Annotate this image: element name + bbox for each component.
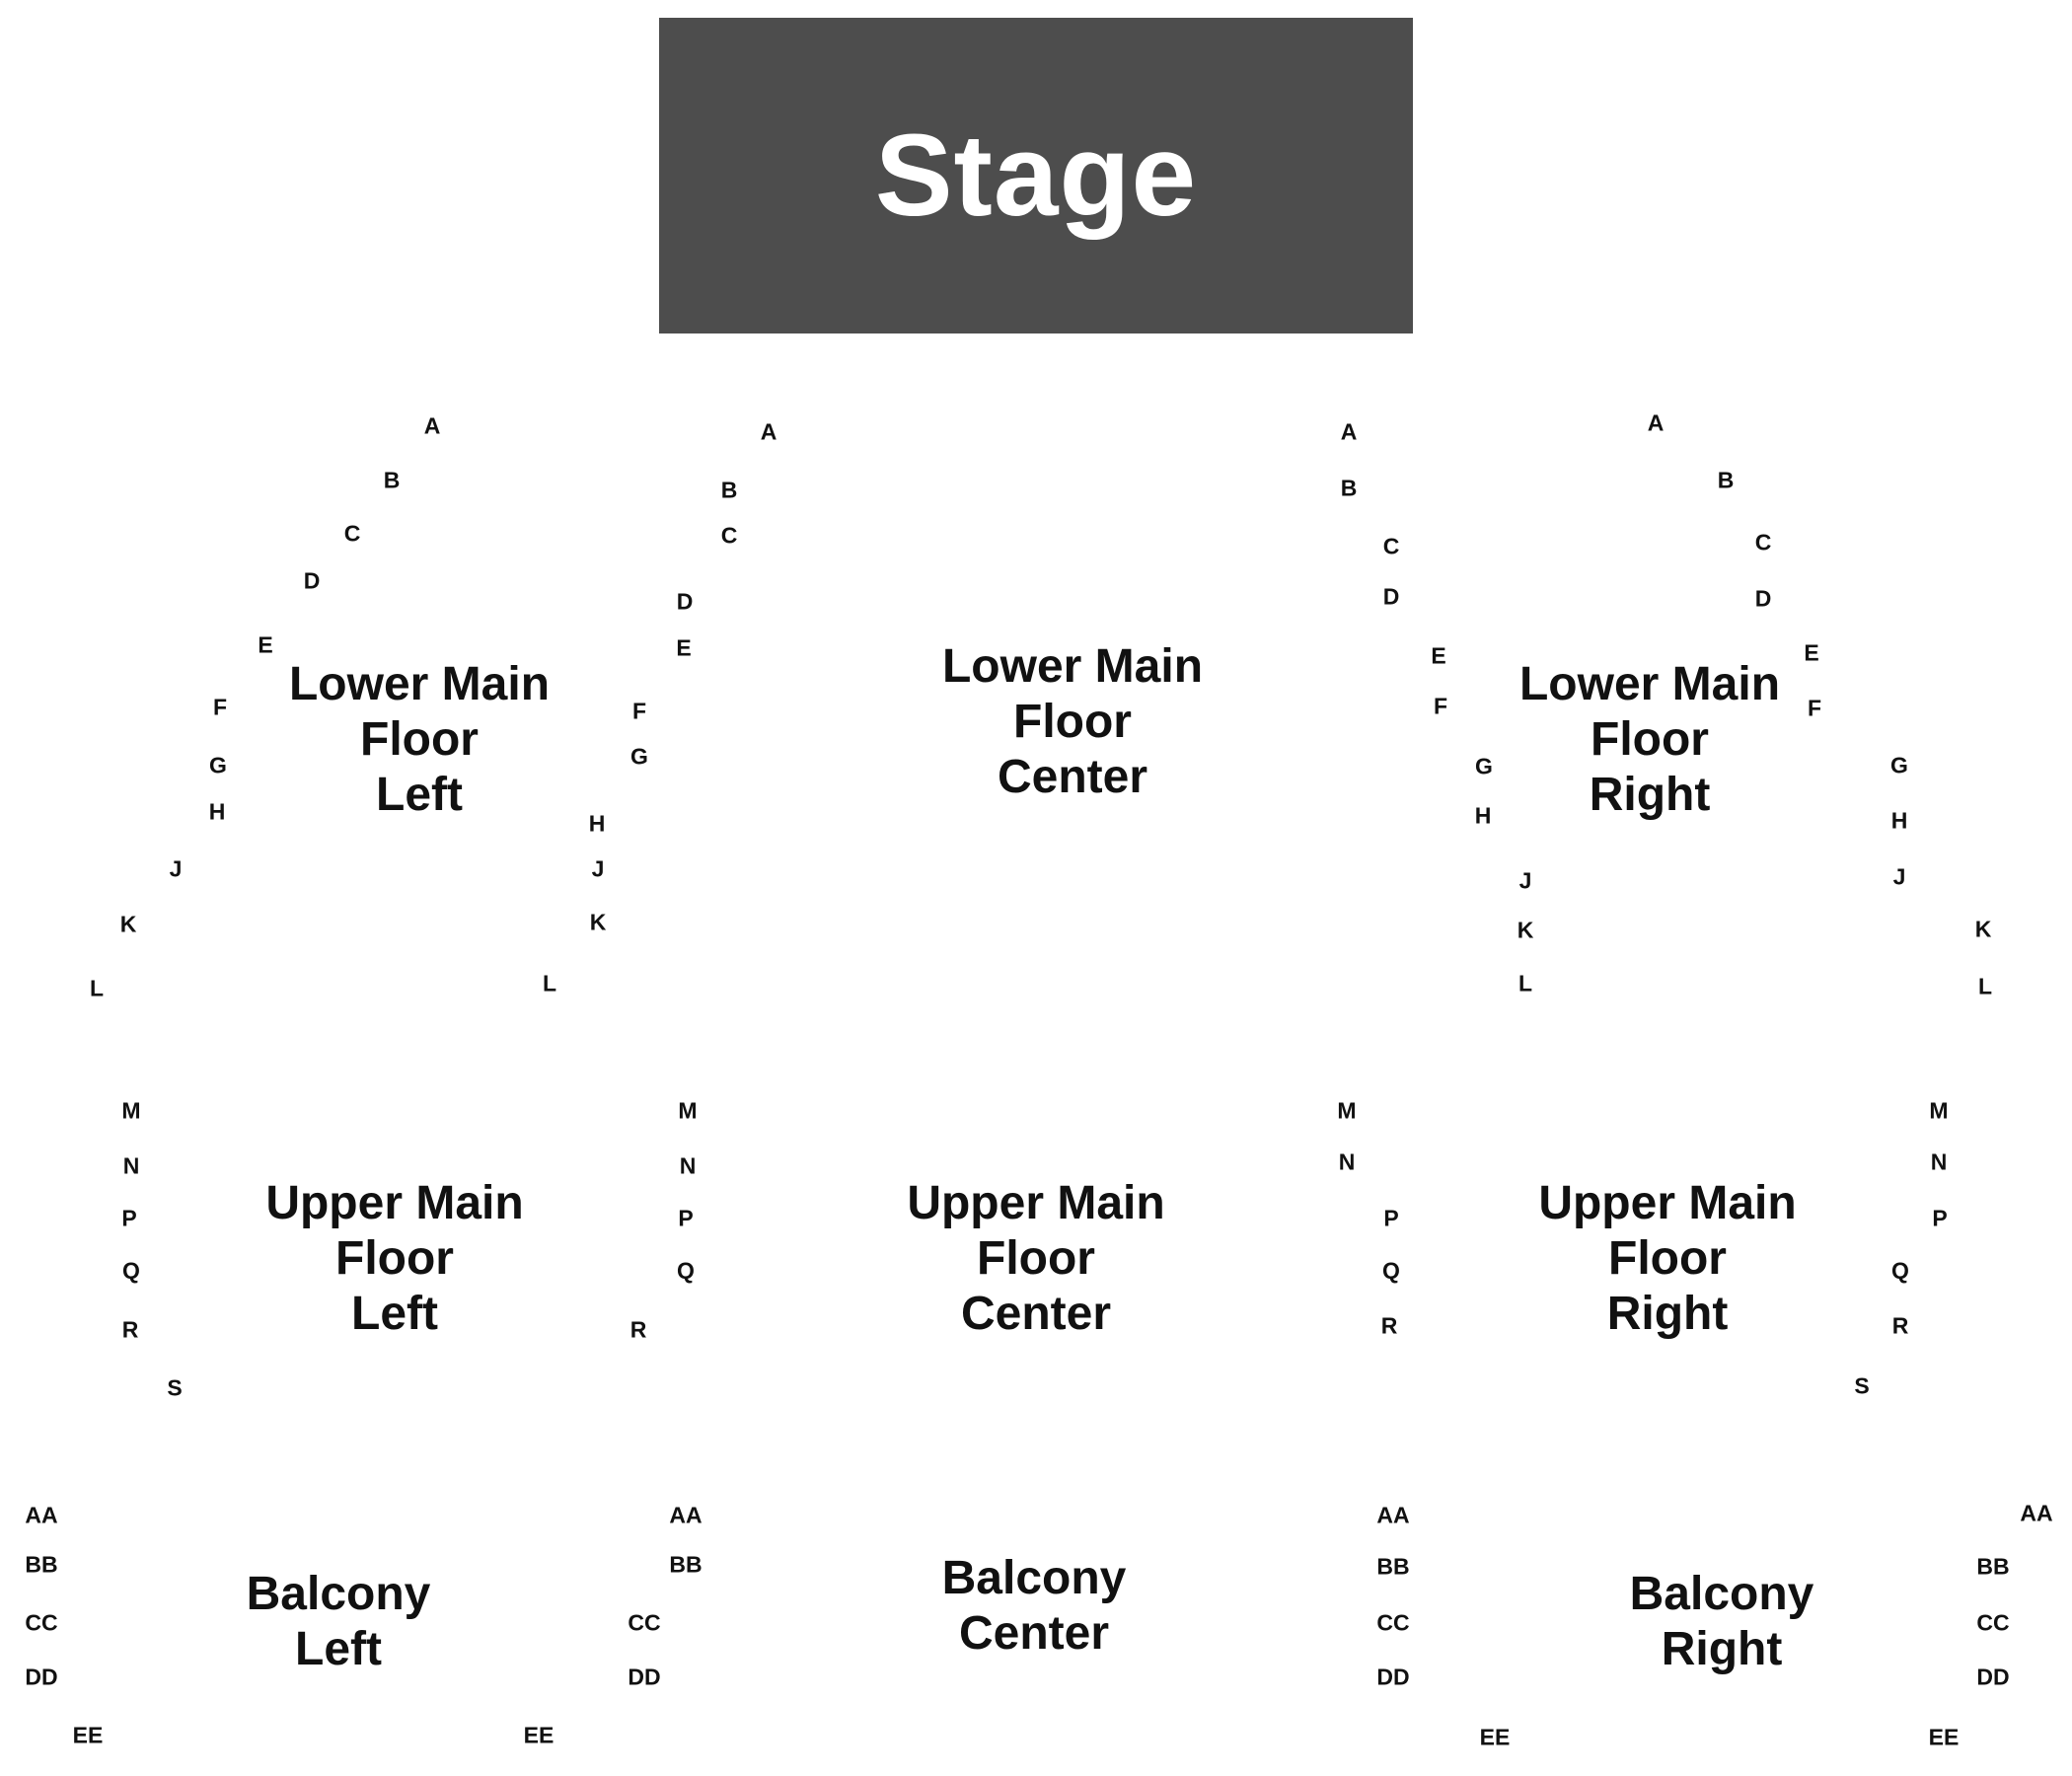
section-lower-main-floor-left[interactable]: Lower Main Floor Left <box>288 658 551 821</box>
row-label: P <box>678 1205 694 1231</box>
row-label: E <box>1804 639 1819 666</box>
section-upper-main-floor-right[interactable]: Upper Main Floor Right <box>1538 1177 1797 1340</box>
row-label: BB <box>25 1551 58 1578</box>
row-label: N <box>1930 1148 1948 1175</box>
row-label: EE <box>1479 1724 1511 1750</box>
row-label: P <box>121 1205 137 1231</box>
section-balcony-center[interactable]: Balcony Center <box>941 1552 1127 1660</box>
row-label: E <box>1431 642 1446 669</box>
row-label: Q <box>1891 1257 1909 1284</box>
row-label: D <box>1754 585 1772 612</box>
section-upper-main-floor-center[interactable]: Upper Main Floor Center <box>907 1177 1165 1340</box>
row-label: B <box>1340 475 1358 501</box>
row-label: M <box>1929 1097 1949 1124</box>
row-label: EE <box>523 1722 555 1748</box>
row-label: BB <box>1376 1553 1410 1580</box>
row-label: BB <box>669 1551 703 1578</box>
row-label: D <box>676 588 694 615</box>
row-label: N <box>1338 1148 1356 1175</box>
section-lower-main-floor-right[interactable]: Lower Main Floor Right <box>1518 658 1781 821</box>
row-label: C <box>1382 533 1400 559</box>
row-label: F <box>1807 695 1822 721</box>
row-label: Q <box>122 1257 140 1284</box>
row-label: R <box>1891 1312 1909 1339</box>
stage: Stage <box>659 18 1413 333</box>
row-label: R <box>1380 1312 1398 1339</box>
row-label: L <box>542 970 557 997</box>
stage-label: Stage <box>874 111 1198 241</box>
row-label: D <box>1382 583 1400 610</box>
row-label: BB <box>1976 1553 2010 1580</box>
row-label: EE <box>72 1722 104 1748</box>
row-label: A <box>1340 418 1358 445</box>
row-label: K <box>1974 916 1992 942</box>
row-label: DD <box>1376 1664 1410 1690</box>
row-label: AA <box>669 1502 703 1528</box>
row-label: A <box>1647 409 1665 436</box>
row-label: G <box>209 752 227 778</box>
row-label: F <box>631 698 647 724</box>
row-label: S <box>167 1374 183 1401</box>
row-label: P <box>1932 1205 1948 1231</box>
row-label: AA <box>25 1502 58 1528</box>
row-label: AA <box>1376 1502 1410 1528</box>
row-label: H <box>588 810 606 837</box>
row-label: G <box>1475 753 1493 779</box>
section-balcony-left[interactable]: Balcony Left <box>246 1568 431 1675</box>
row-label: B <box>720 477 738 503</box>
row-label: L <box>1517 970 1533 997</box>
row-label: DD <box>1976 1664 2010 1690</box>
row-label: H <box>1890 807 1908 834</box>
row-label: C <box>1754 529 1772 555</box>
row-label: H <box>208 798 226 825</box>
row-label: CC <box>1376 1609 1410 1636</box>
row-label: R <box>121 1316 139 1343</box>
row-label: E <box>676 634 692 661</box>
row-label: M <box>1337 1097 1357 1124</box>
row-label: M <box>121 1097 141 1124</box>
row-label: E <box>258 631 273 658</box>
row-label: J <box>1892 863 1906 890</box>
row-label: G <box>1890 752 1908 778</box>
row-label: F <box>1433 693 1448 719</box>
row-label: Q <box>1382 1257 1400 1284</box>
row-label: DD <box>628 1664 661 1690</box>
row-label: CC <box>25 1609 58 1636</box>
section-balcony-right[interactable]: Balcony Right <box>1629 1568 1814 1675</box>
row-label: A <box>760 418 777 445</box>
row-label: CC <box>628 1609 661 1636</box>
row-label: N <box>122 1152 140 1179</box>
row-label: S <box>1854 1372 1870 1399</box>
section-lower-main-floor-center[interactable]: Lower Main Floor Center <box>941 640 1204 803</box>
row-label: P <box>1383 1205 1399 1231</box>
row-label: J <box>591 855 605 882</box>
section-upper-main-floor-left[interactable]: Upper Main Floor Left <box>265 1177 524 1340</box>
row-label: K <box>589 909 607 935</box>
row-label: J <box>1518 867 1532 894</box>
row-label: A <box>423 412 441 439</box>
row-label: N <box>679 1152 697 1179</box>
row-label: C <box>720 522 738 549</box>
row-label: R <box>629 1316 647 1343</box>
row-label: L <box>1977 973 1993 999</box>
row-label: L <box>89 975 105 1001</box>
row-label: K <box>1517 917 1534 943</box>
row-label: F <box>212 694 228 720</box>
row-label: J <box>169 855 183 882</box>
row-label: B <box>1717 467 1735 493</box>
row-label: K <box>119 911 137 937</box>
row-label: AA <box>2020 1500 2053 1526</box>
row-label: B <box>383 467 401 493</box>
row-label: G <box>630 743 648 770</box>
row-label: C <box>343 520 361 547</box>
row-label: CC <box>1976 1609 2010 1636</box>
row-label: Q <box>677 1257 695 1284</box>
row-label: EE <box>1928 1724 1960 1750</box>
row-label: D <box>303 567 321 594</box>
row-label: M <box>678 1097 698 1124</box>
row-label: H <box>1474 802 1492 829</box>
row-label: DD <box>25 1664 58 1690</box>
